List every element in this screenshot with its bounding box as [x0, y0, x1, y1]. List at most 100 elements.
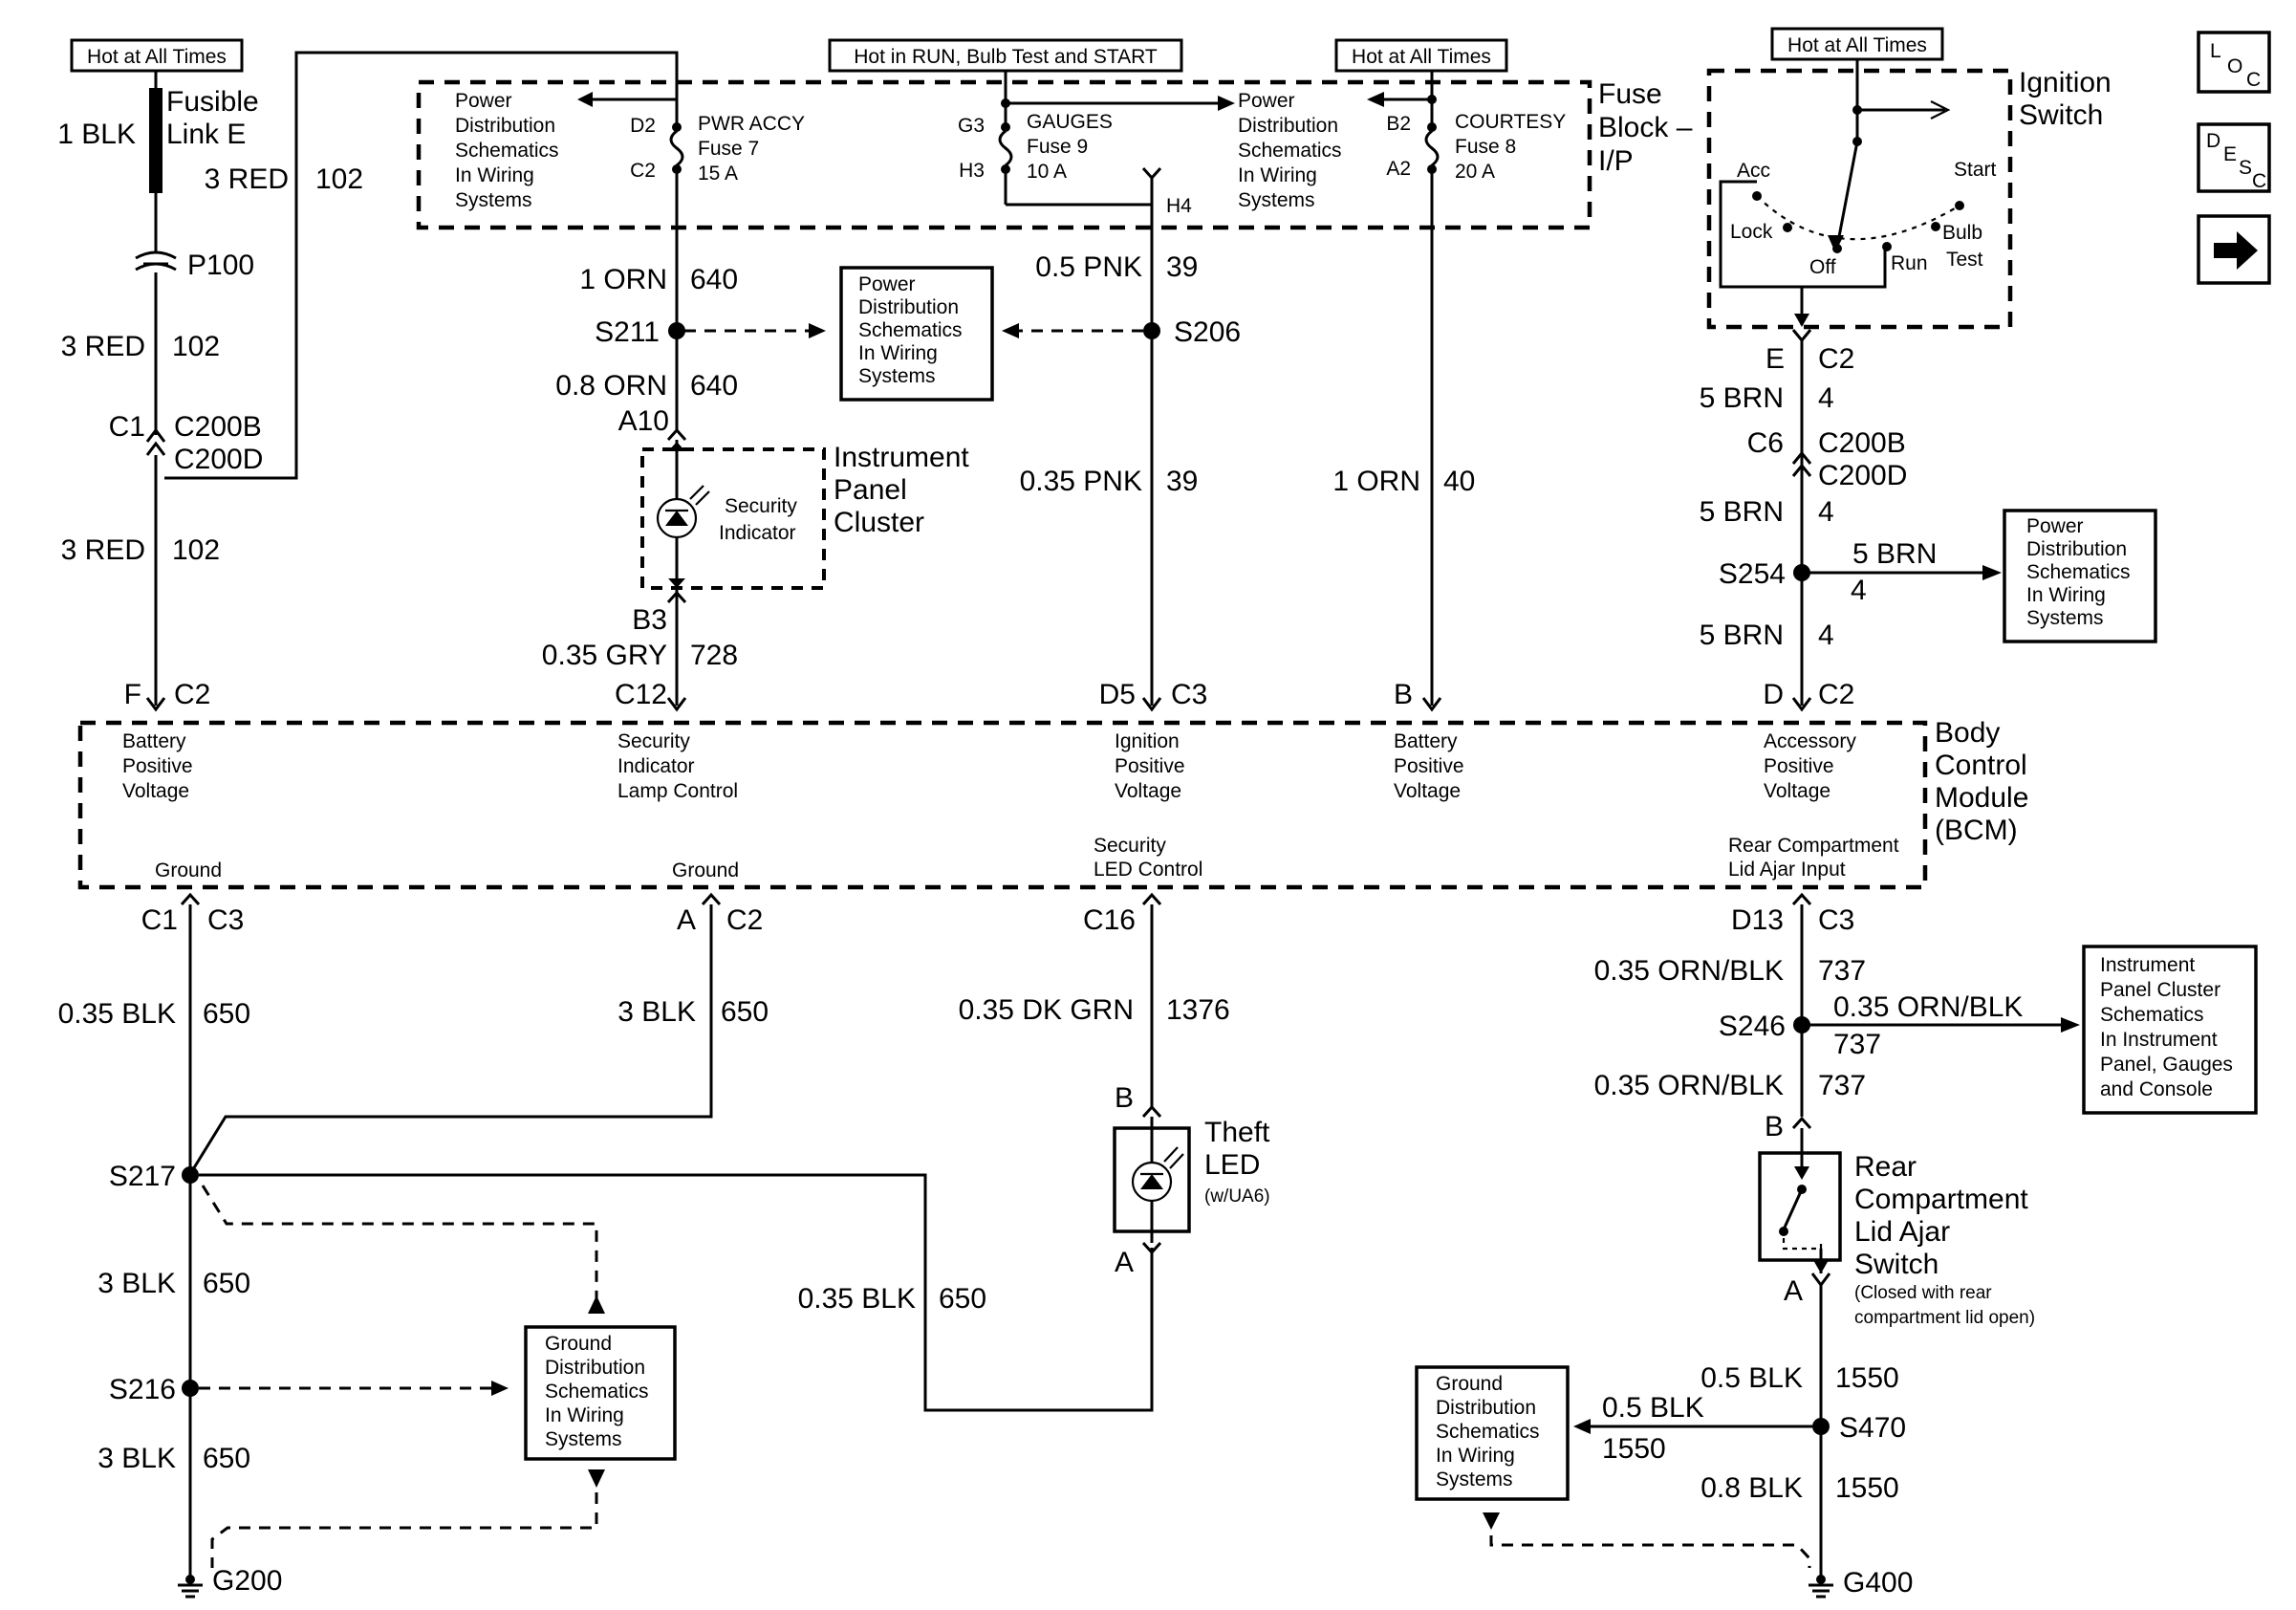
hot-label-courtesy: Hot at All Times [1334, 38, 1508, 73]
fuse-block-outline [416, 79, 1592, 230]
pin-b-courtesy-label: B [1394, 679, 1413, 710]
splice-s217 [182, 1166, 199, 1184]
ign-pos-lock: Lock [1730, 221, 1773, 243]
ign-pos-start: Start [1954, 159, 1997, 181]
fusible-link-name-1: Fusible [166, 86, 259, 118]
ign-branch-num: 4 [1851, 575, 1867, 606]
gnd-dist-left-5: Systems [545, 1428, 622, 1450]
gnd-wire-c-num: 650 [203, 1268, 250, 1299]
gnd-wire-d-color: 3 BLK [97, 1443, 176, 1474]
orn-wire-a-num: 640 [690, 264, 738, 295]
lid-pin-a: A [1784, 1275, 1803, 1307]
pin-a10-label: A10 [618, 405, 669, 437]
pwr-dist-ref-center [839, 266, 994, 402]
fuse7-pin-out: C2 [630, 160, 656, 182]
fusible-wire-mid-num: 102 [315, 163, 363, 195]
security-indicator-2: Indicator [719, 522, 796, 544]
gnd-wire-b-color: 3 BLK [617, 996, 696, 1028]
fuse-8 [1367, 71, 1440, 706]
p100-label: P100 [187, 250, 254, 281]
s211-label: S211 [595, 316, 660, 348]
s206-label: S206 [1174, 316, 1241, 348]
fuse7-line-2: Fuse 7 [698, 138, 759, 160]
fusible-wire-b-num: 102 [172, 534, 220, 566]
ign-conn-c6: C6 [1747, 427, 1784, 459]
gnd-dist-left-3: Schematics [545, 1381, 649, 1403]
pwr-dist-ref-right [2003, 509, 2157, 643]
gnd-dist-ref-right [1415, 1365, 1570, 1501]
pin-f-c2-label: C2 [174, 679, 210, 710]
right-arrow-icon [2214, 231, 2258, 270]
ipc-label-3: Cluster [834, 507, 924, 538]
ign-wire-b-num: 4 [1818, 496, 1834, 528]
gnd-dist-right-3: Schematics [1436, 1421, 1540, 1443]
theft-led-label-1: Theft [1204, 1117, 1270, 1148]
pwr-dist-left-line-4: In Wiring [455, 164, 534, 186]
gnd-wire-c-color: 3 BLK [97, 1268, 176, 1299]
gnd-dist-right-2: Distribution [1436, 1397, 1536, 1419]
gnd-wire-e-color: 0.35 BLK [798, 1283, 916, 1315]
fusible-wire-b-color: 3 RED [61, 534, 145, 566]
ground-g200-icon [178, 1575, 203, 1599]
bcm-label-1: Body [1935, 717, 2000, 749]
ign-conn-c200d: C200D [1818, 460, 1907, 491]
pwr-dist-right-line-4: In Wiring [2026, 584, 2106, 606]
hot-label-run-text: Hot in RUN, Bulb Test and START [854, 46, 1158, 68]
bcm-in-ign-2: Positive [1115, 755, 1185, 777]
desc-button[interactable]: D E S C [2197, 122, 2271, 193]
led-pin-a: A [1115, 1247, 1134, 1278]
pnk-wire-a-color: 0.5 PNK [1035, 251, 1142, 283]
lid-branch-470-color: 0.5 BLK [1602, 1392, 1704, 1424]
pwr-dist-center-line-2: Distribution [858, 296, 959, 318]
loc-button[interactable]: L O C [2197, 31, 2271, 94]
ign-pin-d: D [1763, 679, 1784, 710]
s217-label: S217 [109, 1161, 176, 1192]
lid-ajar-switch-icon [1779, 1128, 1829, 1273]
bcm-in-lamp-1: Security [617, 730, 690, 752]
lid-label-4: Switch [1854, 1249, 1939, 1280]
fusible-wire-top: 1 BLK [57, 119, 136, 150]
hot-label-courtesy-text: Hot at All Times [1352, 46, 1491, 68]
bcm-in-battery2-2: Positive [1394, 755, 1464, 777]
bcm-outline [77, 720, 1928, 890]
pnk-wire-b-num: 39 [1166, 466, 1198, 497]
lid-wire-d-color: 0.8 BLK [1700, 1472, 1803, 1504]
courtesy-wire-num: 40 [1443, 466, 1475, 497]
gnd-dist-right-1: Ground [1436, 1373, 1503, 1395]
conn-c200b-left: C200B [174, 411, 262, 443]
fuse-block-label-1: Fuse [1598, 78, 1662, 110]
bcm-in-acc-1: Accessory [1764, 730, 1856, 752]
led-pin-b: B [1115, 1082, 1134, 1114]
pwr-dist-center-line-4: In Wiring [858, 342, 938, 364]
theft-led-label-2: LED [1204, 1149, 1260, 1181]
fuse7-pin-in: D2 [630, 115, 656, 137]
ign-pos-acc: Acc [1737, 160, 1770, 182]
lid-wire-a-num: 737 [1818, 955, 1866, 987]
bcm-in-lamp-3: Lamp Control [617, 780, 738, 802]
orn-wire-b-color: 0.8 ORN [555, 370, 667, 402]
ign-branch-color: 5 BRN [1852, 538, 1937, 570]
fuse8-pin-out: A2 [1386, 158, 1411, 180]
ipc-ref-1: Instrument [2100, 954, 2195, 976]
fuse-9 [998, 71, 1235, 706]
pwr-dist-right-line-1: Power [2026, 515, 2084, 537]
pwr-dist-center-line-3: Schematics [858, 319, 963, 341]
fuse8-line-1: COURTESY [1455, 111, 1566, 133]
lid-branch-num: 737 [1833, 1029, 1881, 1060]
s470-label: S470 [1839, 1412, 1906, 1444]
ipc-ref-5: Panel, Gauges [2100, 1054, 2233, 1076]
ign-conn-c200b: C200B [1818, 427, 1906, 459]
ign-pos-bulb-1: Bulb [1942, 222, 1982, 244]
lid-wire-a-color: 0.35 ORN/BLK [1594, 955, 1784, 987]
desc-letter-c: C [2252, 170, 2266, 192]
pin-b3-label: B3 [632, 604, 667, 636]
next-arrow-button[interactable] [2197, 214, 2271, 285]
hot-label-run: Hot in RUN, Bulb Test and START [828, 38, 1183, 73]
pin-f-label: F [124, 679, 141, 710]
bcm-label-2: Control [1935, 750, 2027, 781]
ign-pos-run: Run [1891, 252, 1928, 274]
fusible-wire-a-num: 102 [172, 331, 220, 362]
led-wire-num: 1376 [1166, 994, 1230, 1026]
pin-d5-c3-label: C3 [1171, 679, 1207, 710]
lid-pin-b: B [1765, 1111, 1784, 1142]
